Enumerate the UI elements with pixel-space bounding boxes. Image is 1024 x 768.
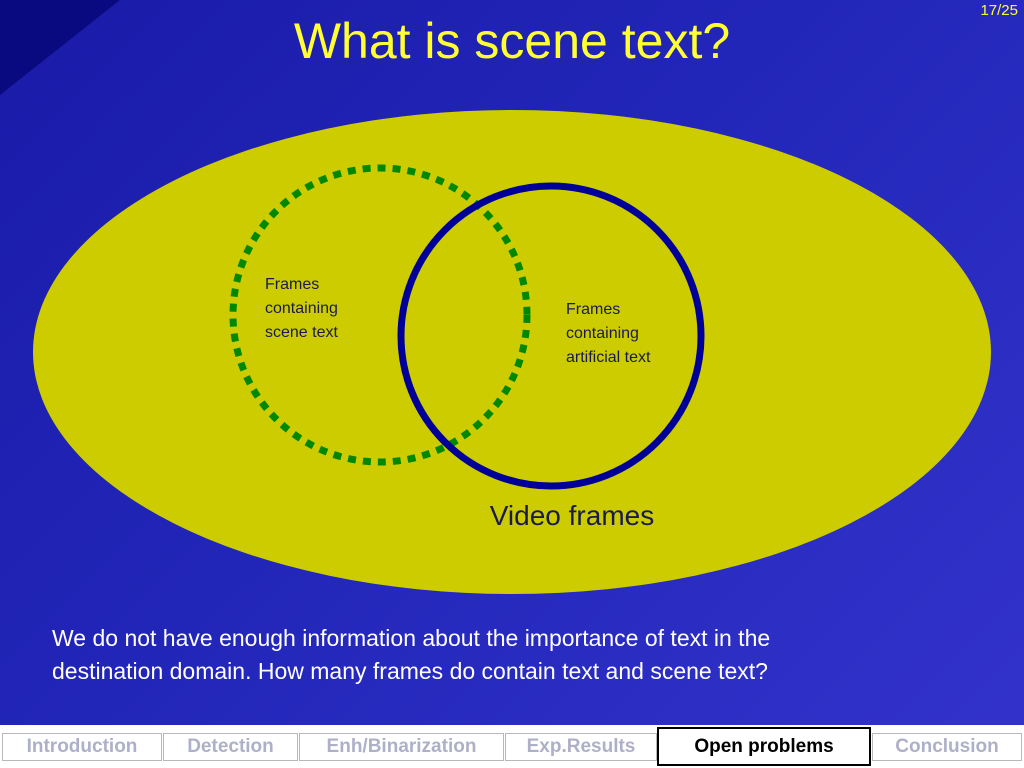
- caption-text: We do not have enough information about …: [52, 622, 982, 688]
- artificial-text-label: Frames containing artificial text: [566, 301, 651, 366]
- page-number: 17/25: [980, 2, 1018, 19]
- scene-text-set: [229, 164, 531, 466]
- section-nav-bar: Introduction Detection Enh/Binarization …: [0, 725, 1024, 768]
- nav-detection[interactable]: Detection: [163, 733, 298, 761]
- nav-introduction[interactable]: Introduction: [2, 733, 162, 761]
- artificial-text-set: [397, 182, 705, 490]
- nav-open-problems[interactable]: Open problems: [657, 727, 871, 766]
- scene-text-label: Frames containing scene text: [265, 276, 342, 341]
- video-frames-set: [33, 110, 991, 594]
- slide-title: What is scene text?: [293, 13, 731, 69]
- nav-enh-binarization[interactable]: Enh/Binarization: [299, 733, 504, 761]
- nav-conclusion[interactable]: Conclusion: [872, 733, 1022, 761]
- corner-decoration: [0, 0, 120, 95]
- video-frames-label: Video frames: [490, 500, 654, 531]
- nav-exp-results[interactable]: Exp.Results: [505, 733, 657, 761]
- caption-line-1: We do not have enough information about …: [52, 625, 771, 651]
- caption-line-2: destination domain. How many frames do c…: [52, 658, 768, 684]
